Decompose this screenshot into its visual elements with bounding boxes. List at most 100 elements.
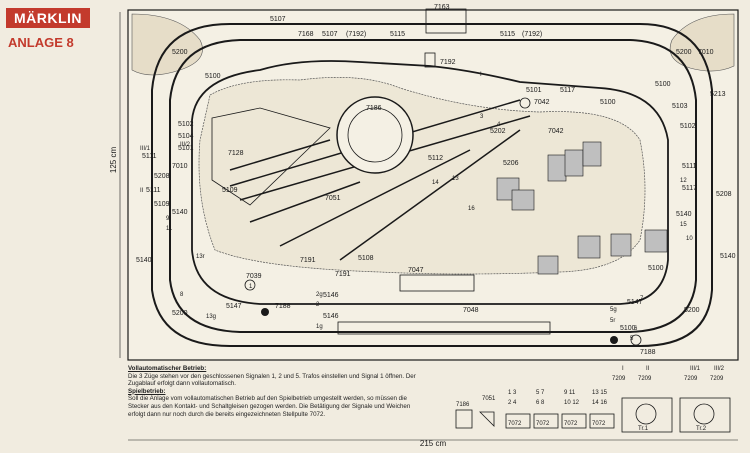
transformer-label: Tr.1 xyxy=(638,426,649,432)
label-center: 7128 xyxy=(228,150,244,157)
trafo-code: 7209 xyxy=(638,376,652,382)
label-top: 5107 xyxy=(322,31,338,38)
trafo-mark: III/1 xyxy=(690,366,701,372)
label-right: 5140 xyxy=(720,253,736,260)
label-left: 5104 xyxy=(178,133,194,140)
panel-unit-number: 9 11 xyxy=(564,390,576,396)
outer-oval-track xyxy=(151,23,713,347)
label-center: 5146 xyxy=(323,292,339,299)
trafo-code: 7209 xyxy=(684,376,698,382)
label-left: 7010 xyxy=(172,163,188,170)
label-center: 5117 xyxy=(560,87,575,94)
label-center: 5101 xyxy=(526,87,542,94)
trafo-mark: III/2 xyxy=(714,366,725,372)
label-right: 5100 xyxy=(655,81,671,88)
signal-label: 13r xyxy=(196,254,205,260)
label-right: 5140 xyxy=(676,211,692,218)
label-center: 5206 xyxy=(503,160,519,167)
label-right: 5200 xyxy=(676,49,692,56)
label-center: 7188 xyxy=(640,349,656,356)
signal-label: 5r xyxy=(610,318,615,324)
tunnel-area-left xyxy=(131,13,203,76)
label-center: 7186 xyxy=(366,105,382,112)
label-center: 5147 xyxy=(627,299,643,306)
signal-label: 10 xyxy=(686,236,693,242)
label-center: 7191 xyxy=(300,257,316,264)
signal-label: 2g xyxy=(316,292,323,298)
label-left: 5102 xyxy=(178,121,194,128)
signal-label: 8 xyxy=(180,292,184,298)
trafo-mark: II xyxy=(646,366,650,372)
signal-label: 5g xyxy=(610,307,617,313)
station-building-7047 xyxy=(399,274,475,292)
signal-label: 5 xyxy=(630,336,634,342)
signal-marker xyxy=(244,279,256,291)
label-center: 5146 xyxy=(323,313,339,320)
label-left: 5208 xyxy=(154,173,170,180)
signal-label: 13g xyxy=(206,314,216,320)
signal-label: 9 xyxy=(166,216,170,222)
signal-label: 12 xyxy=(680,178,687,184)
label-center: 5100 xyxy=(620,325,636,332)
auto-heading: Vollautomatischer Betrieb: xyxy=(128,365,207,372)
label-center: 7048 xyxy=(463,307,479,314)
height-dimension-label: 125 cm xyxy=(109,147,118,174)
panel-unit-number: 6 8 xyxy=(536,400,545,406)
label-center: 5147 xyxy=(226,303,242,310)
signal-label: II xyxy=(140,188,144,194)
label-top: (7192) xyxy=(522,31,542,38)
label-right: 5117 xyxy=(682,185,697,192)
label-left: 5200 xyxy=(172,49,188,56)
play-heading: Spielbetrieb: xyxy=(128,387,166,395)
town-buildings xyxy=(496,141,668,275)
panel-unit-number: 2 4 xyxy=(508,400,517,406)
label-right: 5200 xyxy=(684,307,700,314)
label-left: 5101 xyxy=(178,145,194,152)
tunnel-area-right xyxy=(669,13,735,72)
signal-label: 1g xyxy=(316,324,323,330)
label-right: 7010 xyxy=(698,49,714,56)
width-dimension-label: 215 cm xyxy=(420,439,447,448)
play-text: Soll die Anlage vom vollautomatischen Be… xyxy=(128,395,411,418)
label-left: 5140 xyxy=(136,257,152,264)
label-left: 5111 xyxy=(146,187,161,194)
label-center: 5112 xyxy=(428,155,443,162)
operating-instructions: Vollautomatischer Betrieb: Die 3 Züge st… xyxy=(128,365,428,418)
trafo-code: 7209 xyxy=(612,376,626,382)
label-top: 5115 xyxy=(390,31,405,38)
label-right: 5102 xyxy=(680,123,696,130)
label-center: 5108 xyxy=(358,255,374,262)
signal-label: 1 xyxy=(249,284,253,290)
signal-marker xyxy=(610,336,618,344)
station-platform xyxy=(337,321,551,335)
inner-loop-track xyxy=(191,60,669,305)
signal-label: 3 xyxy=(480,114,484,120)
label-top: 7168 xyxy=(298,31,314,38)
signal-label: 11 xyxy=(166,226,173,232)
signal-label: 16 xyxy=(468,206,475,212)
middle-oval-track xyxy=(169,39,697,333)
signal-marker xyxy=(261,308,269,316)
label-center: 5202 xyxy=(490,128,506,135)
transformer-label: Tr.2 xyxy=(696,426,707,432)
panel-unit-label: 7072 xyxy=(592,421,606,427)
label-top: (7192) xyxy=(346,31,366,38)
label-top: 5115 xyxy=(500,31,515,38)
panel-unit-label: 7072 xyxy=(508,421,522,427)
label-top: 5107 xyxy=(270,16,286,23)
panel-unit-number: 10 12 xyxy=(564,400,580,406)
label-center: 7042 xyxy=(534,99,550,106)
panel-unit-label: 7051 xyxy=(482,396,496,402)
panel-unit-number: 13 15 xyxy=(592,390,608,396)
label-right: 5103 xyxy=(672,103,688,110)
brand-logo: MÄRKLIN xyxy=(6,8,90,28)
trafo-code: 7209 xyxy=(710,376,724,382)
label-left: 5100 xyxy=(205,73,221,80)
hill-area xyxy=(198,77,646,275)
trafo-mark: I xyxy=(622,366,624,372)
signal-label: 6 xyxy=(634,326,638,332)
label-center: 7047 xyxy=(408,267,424,274)
layout-title: ANLAGE 8 xyxy=(8,35,74,50)
